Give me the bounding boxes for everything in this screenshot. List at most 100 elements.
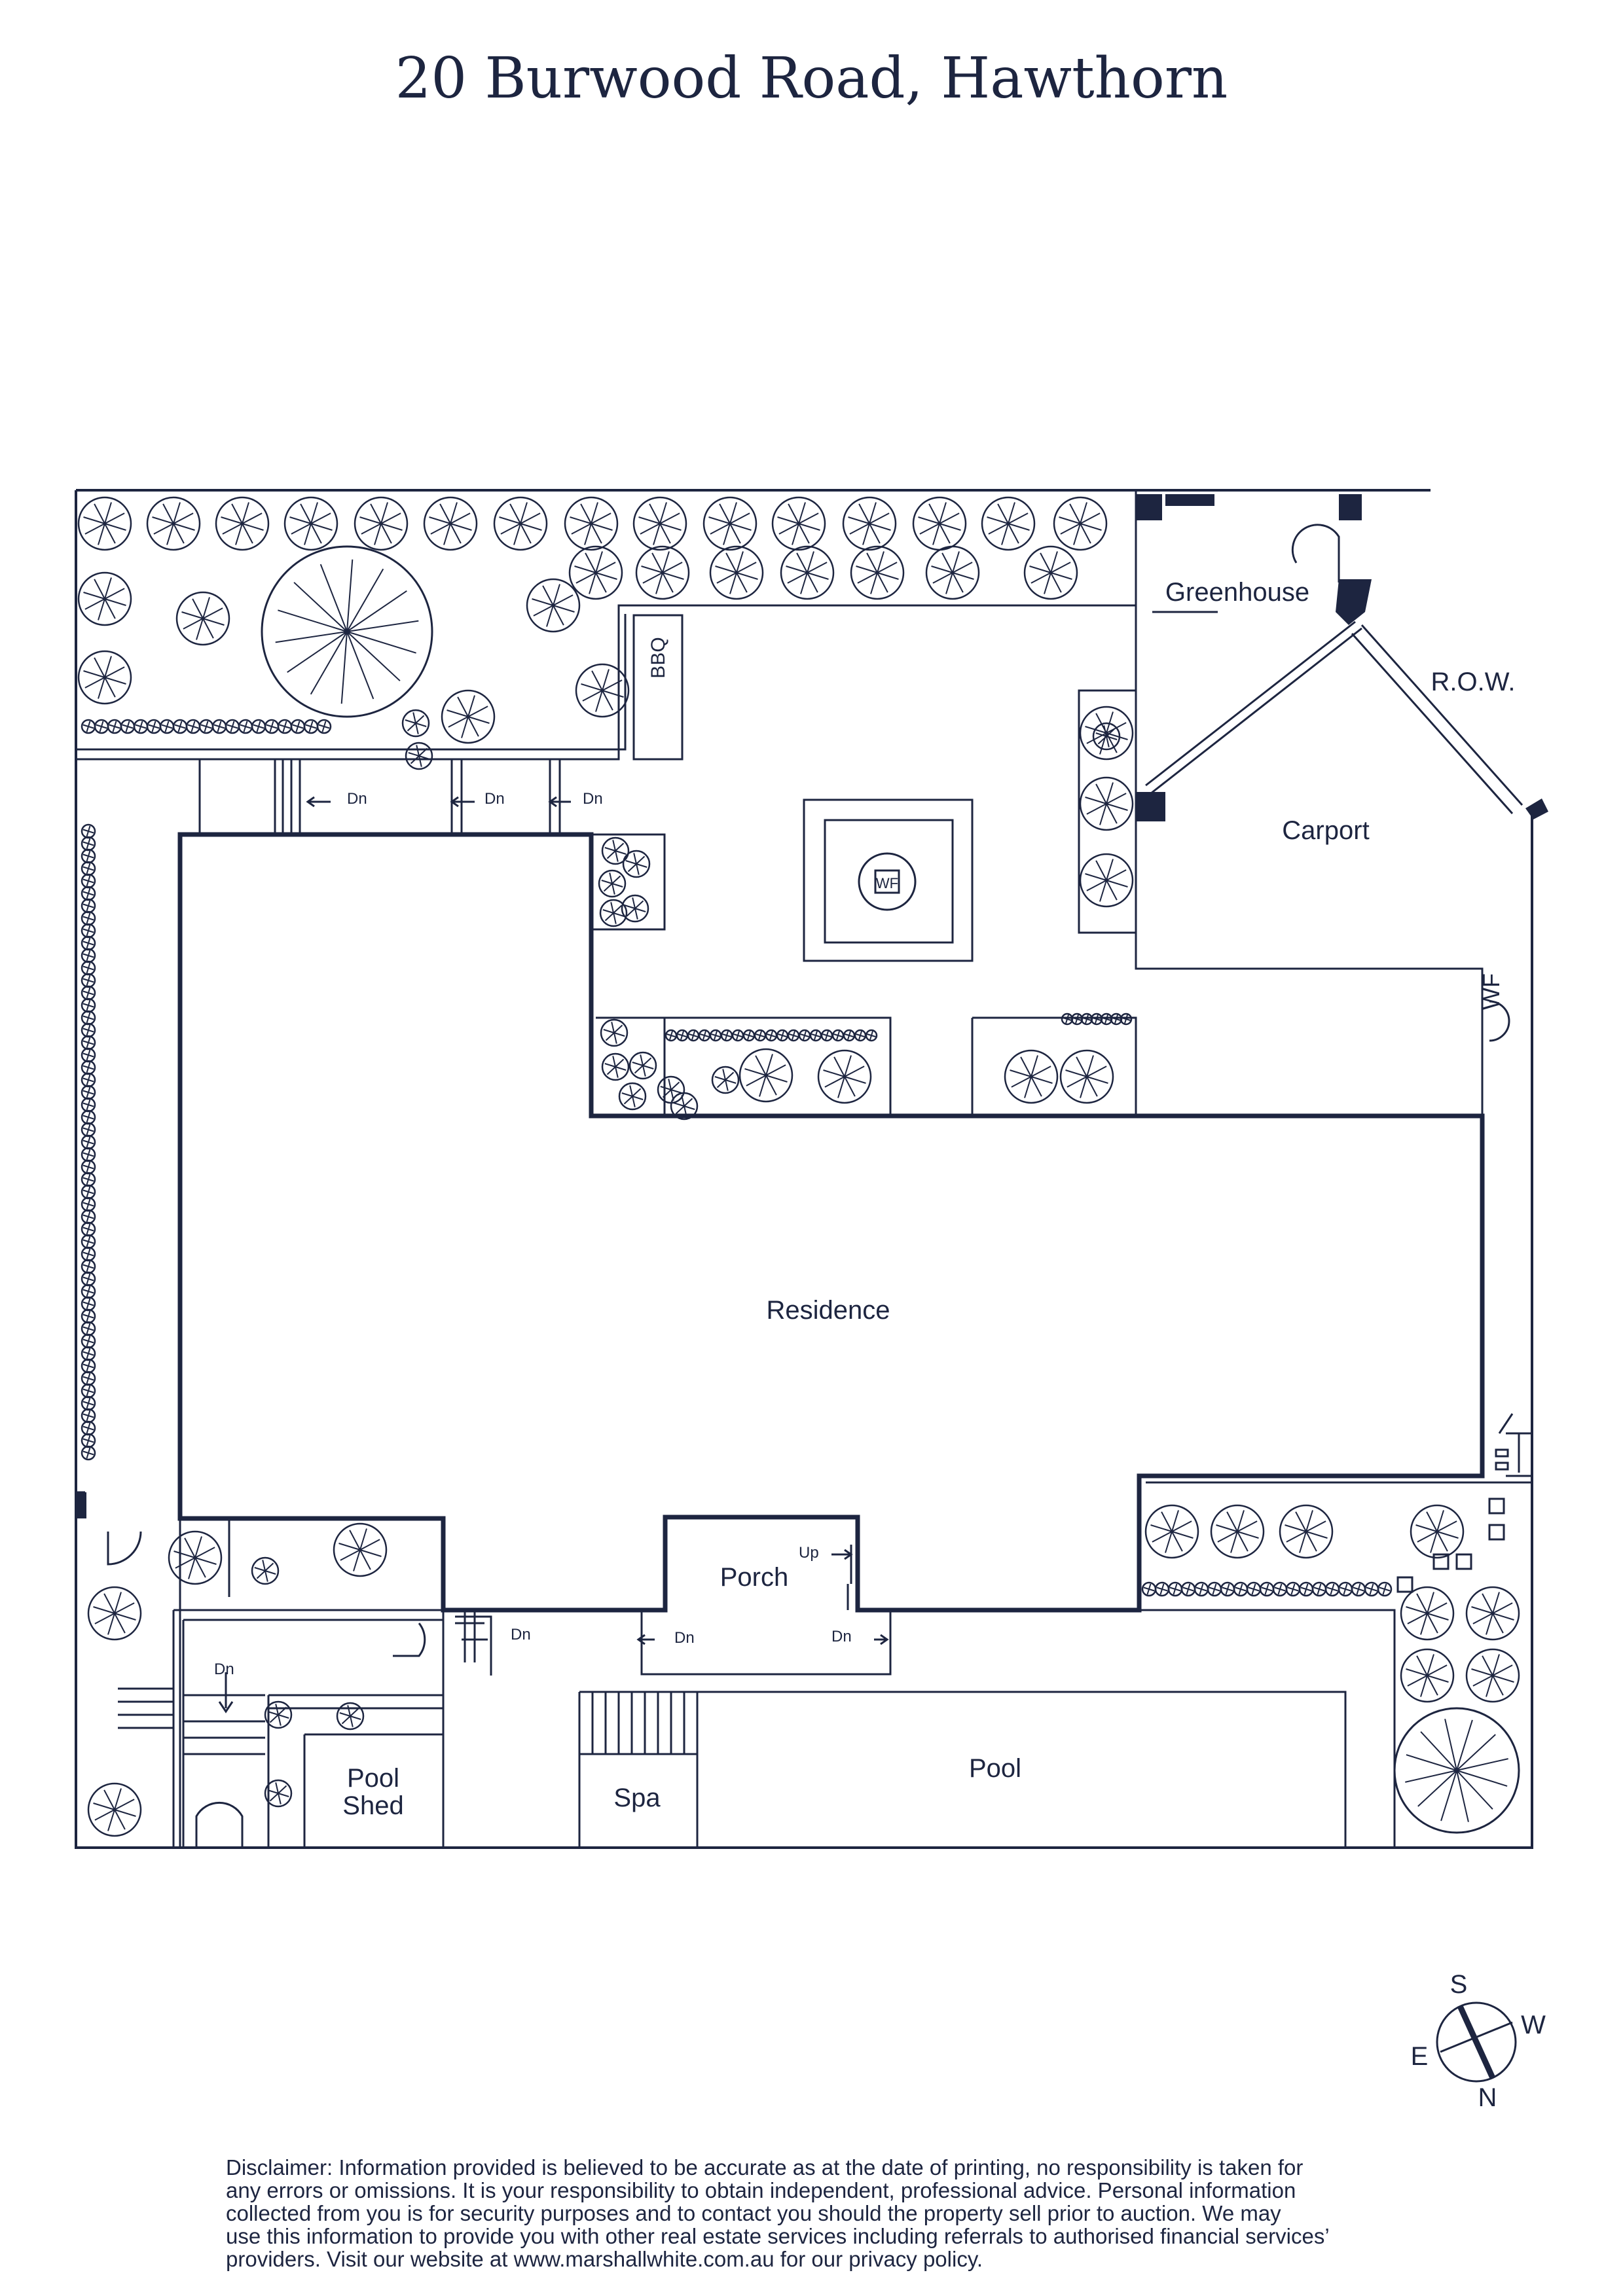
dn-label: Dn <box>214 1660 234 1678</box>
wf-fountain-label: WF <box>876 875 898 891</box>
tree-symbol <box>1465 1648 1520 1703</box>
trees-medium <box>77 496 1520 1837</box>
tree-symbol <box>185 719 201 734</box>
compass-rose <box>1436 2001 1517 2083</box>
tree-symbol <box>146 719 162 734</box>
tree-symbol <box>865 1029 878 1042</box>
tree-symbol <box>81 1134 96 1150</box>
tree-symbol <box>120 719 136 734</box>
tree-symbol <box>211 719 227 734</box>
tree-symbol <box>81 935 96 951</box>
tree-symbol <box>81 910 96 926</box>
tree-symbol <box>850 545 905 600</box>
tree-symbol <box>81 1408 96 1424</box>
tree-symbol <box>1079 853 1134 908</box>
tree-symbol <box>1120 1013 1133 1026</box>
tree-symbol <box>1092 722 1121 751</box>
shrubs <box>81 709 1393 1808</box>
landscape-lines <box>76 490 1532 1848</box>
residence-label: Residence <box>766 1296 890 1325</box>
tree-symbol <box>912 496 967 551</box>
tree-symbol <box>621 894 649 923</box>
tree-symbol <box>1154 1581 1170 1597</box>
tree-symbol <box>423 496 478 551</box>
tree-symbol <box>632 496 687 551</box>
greenhouse-label: Greenhouse <box>1165 578 1309 607</box>
carport-label: Carport <box>1282 816 1369 845</box>
tree-symbol <box>1246 1581 1262 1597</box>
tree-symbol <box>1070 1013 1084 1026</box>
dn-label: Dn <box>831 1628 852 1645</box>
tree-symbol <box>81 861 96 876</box>
tree-symbol <box>81 997 96 1013</box>
tree-symbol <box>711 1066 740 1094</box>
tree-symbol <box>146 496 201 551</box>
tree-symbol <box>820 1029 833 1042</box>
tree-symbol <box>81 985 96 1001</box>
tree-symbol <box>1220 1581 1235 1597</box>
tree-symbol <box>81 1196 96 1212</box>
tree-symbol <box>618 1082 647 1111</box>
tree-symbol <box>809 1029 822 1042</box>
tree-symbol <box>401 709 430 738</box>
tree-symbol <box>1194 1581 1209 1597</box>
tree-symbol <box>81 1259 96 1274</box>
tree-symbol <box>133 719 149 734</box>
tree-symbol <box>316 719 332 734</box>
tree-symbol <box>159 719 175 734</box>
spa-label: Spa <box>613 1784 661 1812</box>
tree-symbol <box>77 496 132 551</box>
tree-symbol <box>1410 1504 1465 1559</box>
site-boundary <box>75 489 1533 1849</box>
disclaimer-line: collected from you is for security purpo… <box>226 2201 1281 2225</box>
tree-symbol <box>568 545 623 600</box>
tree-symbol <box>1393 1707 1520 1834</box>
tree-symbol <box>635 545 690 600</box>
tree-symbol <box>1400 1648 1455 1703</box>
tree-symbol <box>81 886 96 901</box>
tree-symbol <box>81 1109 96 1125</box>
tree-symbol <box>676 1029 689 1042</box>
tree-symbol <box>599 899 628 927</box>
tree-symbol <box>81 1321 96 1336</box>
tree-symbol <box>670 1092 699 1121</box>
tree-symbol <box>81 1433 96 1448</box>
tree-symbol <box>526 578 581 633</box>
dn-label: Dn <box>347 790 367 808</box>
compass-s: S <box>1450 1970 1468 1999</box>
tree-symbol <box>81 719 96 734</box>
tree-symbol <box>77 571 132 626</box>
dn-label: Dn <box>674 1629 695 1647</box>
disclaimer-line: use this information to provide you with… <box>226 2224 1330 2248</box>
tree-symbol <box>1144 1504 1199 1559</box>
tree-symbol <box>81 960 96 976</box>
tree-symbol <box>622 850 651 878</box>
tree-symbol <box>742 1029 756 1042</box>
tree-symbol <box>564 496 619 551</box>
tree-symbol <box>81 873 96 889</box>
tree-symbol <box>771 496 826 551</box>
tree-symbol <box>405 742 433 770</box>
tree-symbol <box>1079 776 1134 831</box>
tree-symbol <box>780 545 835 600</box>
dn-label: Dn <box>511 1626 531 1643</box>
dn-label: Dn <box>484 790 505 808</box>
tree-symbol <box>81 1147 96 1162</box>
tree-symbol <box>81 1234 96 1249</box>
tree-symbol <box>1180 1581 1196 1597</box>
tree-symbol <box>81 1085 96 1100</box>
tree-symbol <box>601 836 630 865</box>
tree-symbol <box>698 1029 711 1042</box>
tree-symbol <box>1324 1581 1340 1597</box>
tree-symbol <box>1059 1049 1114 1104</box>
tree-symbol <box>1023 545 1078 600</box>
tree-symbol <box>1377 1581 1393 1597</box>
porch-label: Porch <box>720 1563 789 1592</box>
disclaimer-line: any errors or omissions. It is your resp… <box>226 2178 1296 2202</box>
disclaimer-line: Disclaimer: Information provided is beli… <box>226 2155 1304 2179</box>
tree-symbol <box>81 1060 96 1075</box>
tree-symbol <box>168 1530 223 1585</box>
tree-symbol <box>854 1029 867 1042</box>
tree-symbol <box>81 898 96 914</box>
tree-symbol <box>601 1052 630 1081</box>
